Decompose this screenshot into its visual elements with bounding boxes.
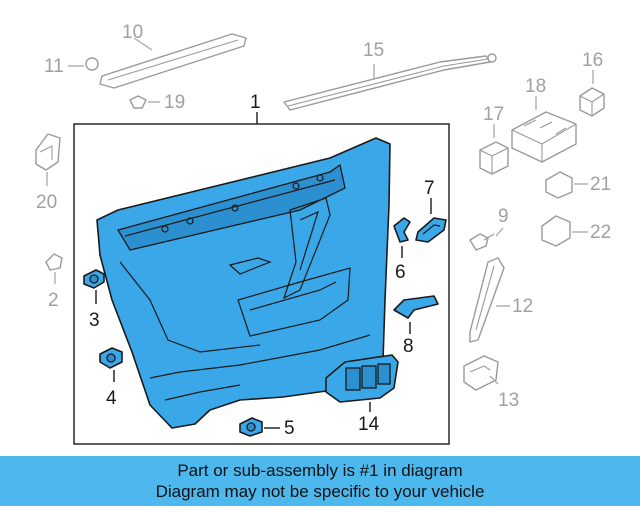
callout-9: 9 <box>498 206 509 227</box>
part-5-screw <box>239 417 263 437</box>
callout-8: 8 <box>403 336 414 357</box>
callout-21: 21 <box>590 174 611 195</box>
callout-7: 7 <box>424 178 435 199</box>
part-18-switch-module <box>511 111 577 163</box>
part-21-switch <box>545 171 573 199</box>
callout-6: 6 <box>395 262 406 283</box>
banner-line-1: Part or sub-assembly is #1 in diagram <box>177 461 463 480</box>
part-11-cap <box>85 57 99 71</box>
part-2-clip <box>45 253 63 271</box>
callout-11: 11 <box>44 56 64 77</box>
part-16-knob <box>579 87 605 117</box>
part-3-clip <box>83 269 105 289</box>
callout-2: 2 <box>48 290 59 311</box>
part-20-bracket <box>35 133 61 171</box>
callout-12: 12 <box>512 296 533 317</box>
callout-10: 10 <box>122 22 143 43</box>
part-12-pillar-trim <box>469 257 505 343</box>
callout-14: 14 <box>358 414 380 435</box>
banner-line-2: Diagram may not be specific to your vehi… <box>155 482 485 501</box>
part-7-handle-trim <box>415 217 447 243</box>
door-trim-panel <box>96 137 396 429</box>
callout-20: 20 <box>36 192 57 213</box>
callout-18: 18 <box>525 76 546 97</box>
callout-13: 13 <box>498 390 519 411</box>
part-8-trim-strip <box>393 295 439 319</box>
callout-19: 19 <box>164 92 185 113</box>
callout-17: 17 <box>483 104 504 125</box>
part-6-bracket <box>393 217 411 243</box>
part-10-molding <box>99 33 247 89</box>
assembly-frame <box>73 123 450 445</box>
callout-3: 3 <box>89 310 100 331</box>
callout-15: 15 <box>363 40 384 61</box>
info-banner: Part or sub-assembly is #1 in diagram Di… <box>0 456 640 506</box>
part-9-screw <box>469 233 495 251</box>
part-14-switch-bezel <box>325 354 399 403</box>
part-15-weatherstrip <box>283 53 497 111</box>
part-13-switch <box>463 355 499 391</box>
callout-16: 16 <box>582 50 603 71</box>
part-17-switch <box>479 141 509 175</box>
callout-5: 5 <box>284 418 295 439</box>
parts-diagram: 1 14 6 <box>35 22 611 445</box>
part-4-clip <box>99 347 123 369</box>
callout-4: 4 <box>106 388 117 409</box>
callout-22: 22 <box>590 222 611 243</box>
callout-1: 1 <box>250 92 261 113</box>
part-19-clip <box>129 95 147 109</box>
part-22-switch <box>541 215 571 247</box>
